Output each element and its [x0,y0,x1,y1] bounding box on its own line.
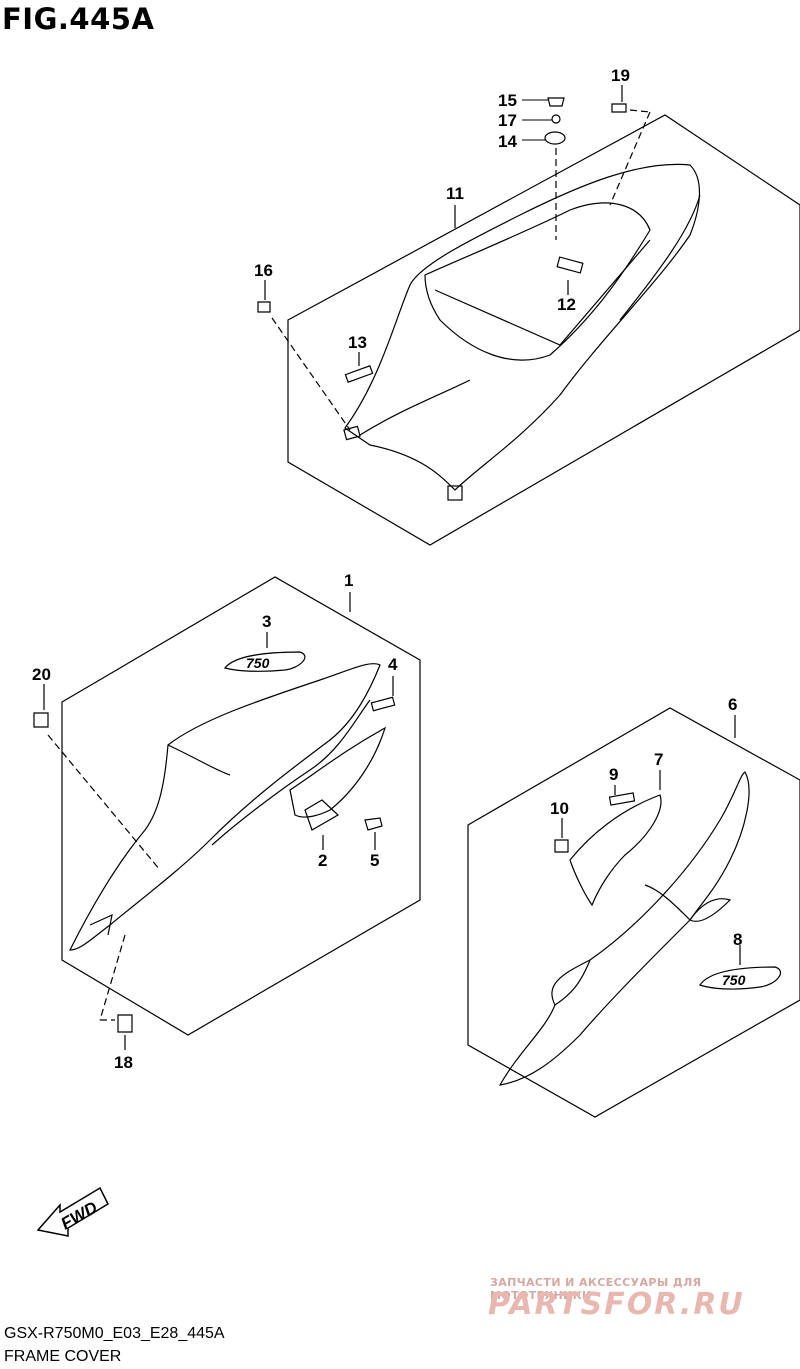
emblem-8-text: 750 [722,972,746,988]
right-cover-frame [467,707,800,1118]
left-cover-frame [61,576,421,1036]
callout-13: 13 [348,333,367,352]
callout-16: 16 [254,261,273,280]
callout-15: 15 [498,91,517,110]
callout-1: 1 [344,571,353,590]
callout-9: 9 [609,765,618,784]
bolt-16 [257,301,271,313]
seat-tail-cowl [343,163,701,501]
callout-4: 4 [388,655,398,674]
screw-20 [33,712,49,728]
callout-8: 8 [733,930,742,949]
callout-leaders [522,99,552,141]
leader-lines-left [47,734,161,1021]
bolt-15 [547,97,565,107]
decal-9 [608,792,636,806]
screw-5 [364,817,383,831]
callout-7: 7 [654,750,663,769]
leader-lines-top [271,109,651,431]
watermark-tagline: ЗАПЧАСТИ И АКСЕССУАРЫ ДЛЯ МОТОТЕХНИКИ [490,1276,702,1302]
collar-18 [117,1014,133,1033]
callout-3: 3 [262,612,271,631]
figure-subtitle: FRAME COVER [4,1348,122,1365]
right-frame-cover [498,771,750,1086]
callout-12: 12 [557,295,576,314]
fwd-arrow: FWD [36,1186,109,1237]
bolt-19 [611,103,627,113]
figure-code: GSX-R750M0_E03_E28_445A [4,1325,225,1342]
bracket-7 [569,794,662,907]
figure-title: FIG.445A [2,2,155,36]
callout-19: 19 [611,66,630,85]
decal-13 [344,365,374,383]
callout-10: 10 [550,799,569,818]
decal-4 [370,696,396,712]
callout-18: 18 [114,1053,133,1072]
emblem-3-text: 750 [246,655,270,671]
callout-5: 5 [370,851,379,870]
emblem-8 [699,966,781,990]
watermark-brand: PARTSFOR.RU [488,1287,745,1322]
emblem-3 [223,651,306,672]
callout-17: 17 [498,111,517,130]
grommet-14 [544,131,566,145]
left-frame-cover [69,663,387,951]
callout-11: 11 [446,184,464,203]
callout-14: 14 [498,132,517,151]
screw-10 [554,839,569,853]
callout-6: 6 [728,695,737,714]
callout-20: 20 [32,665,51,684]
decal-12 [556,256,584,274]
seat-cowl-frame [287,114,800,546]
callout-2: 2 [318,851,327,870]
washer-17 [551,114,561,124]
